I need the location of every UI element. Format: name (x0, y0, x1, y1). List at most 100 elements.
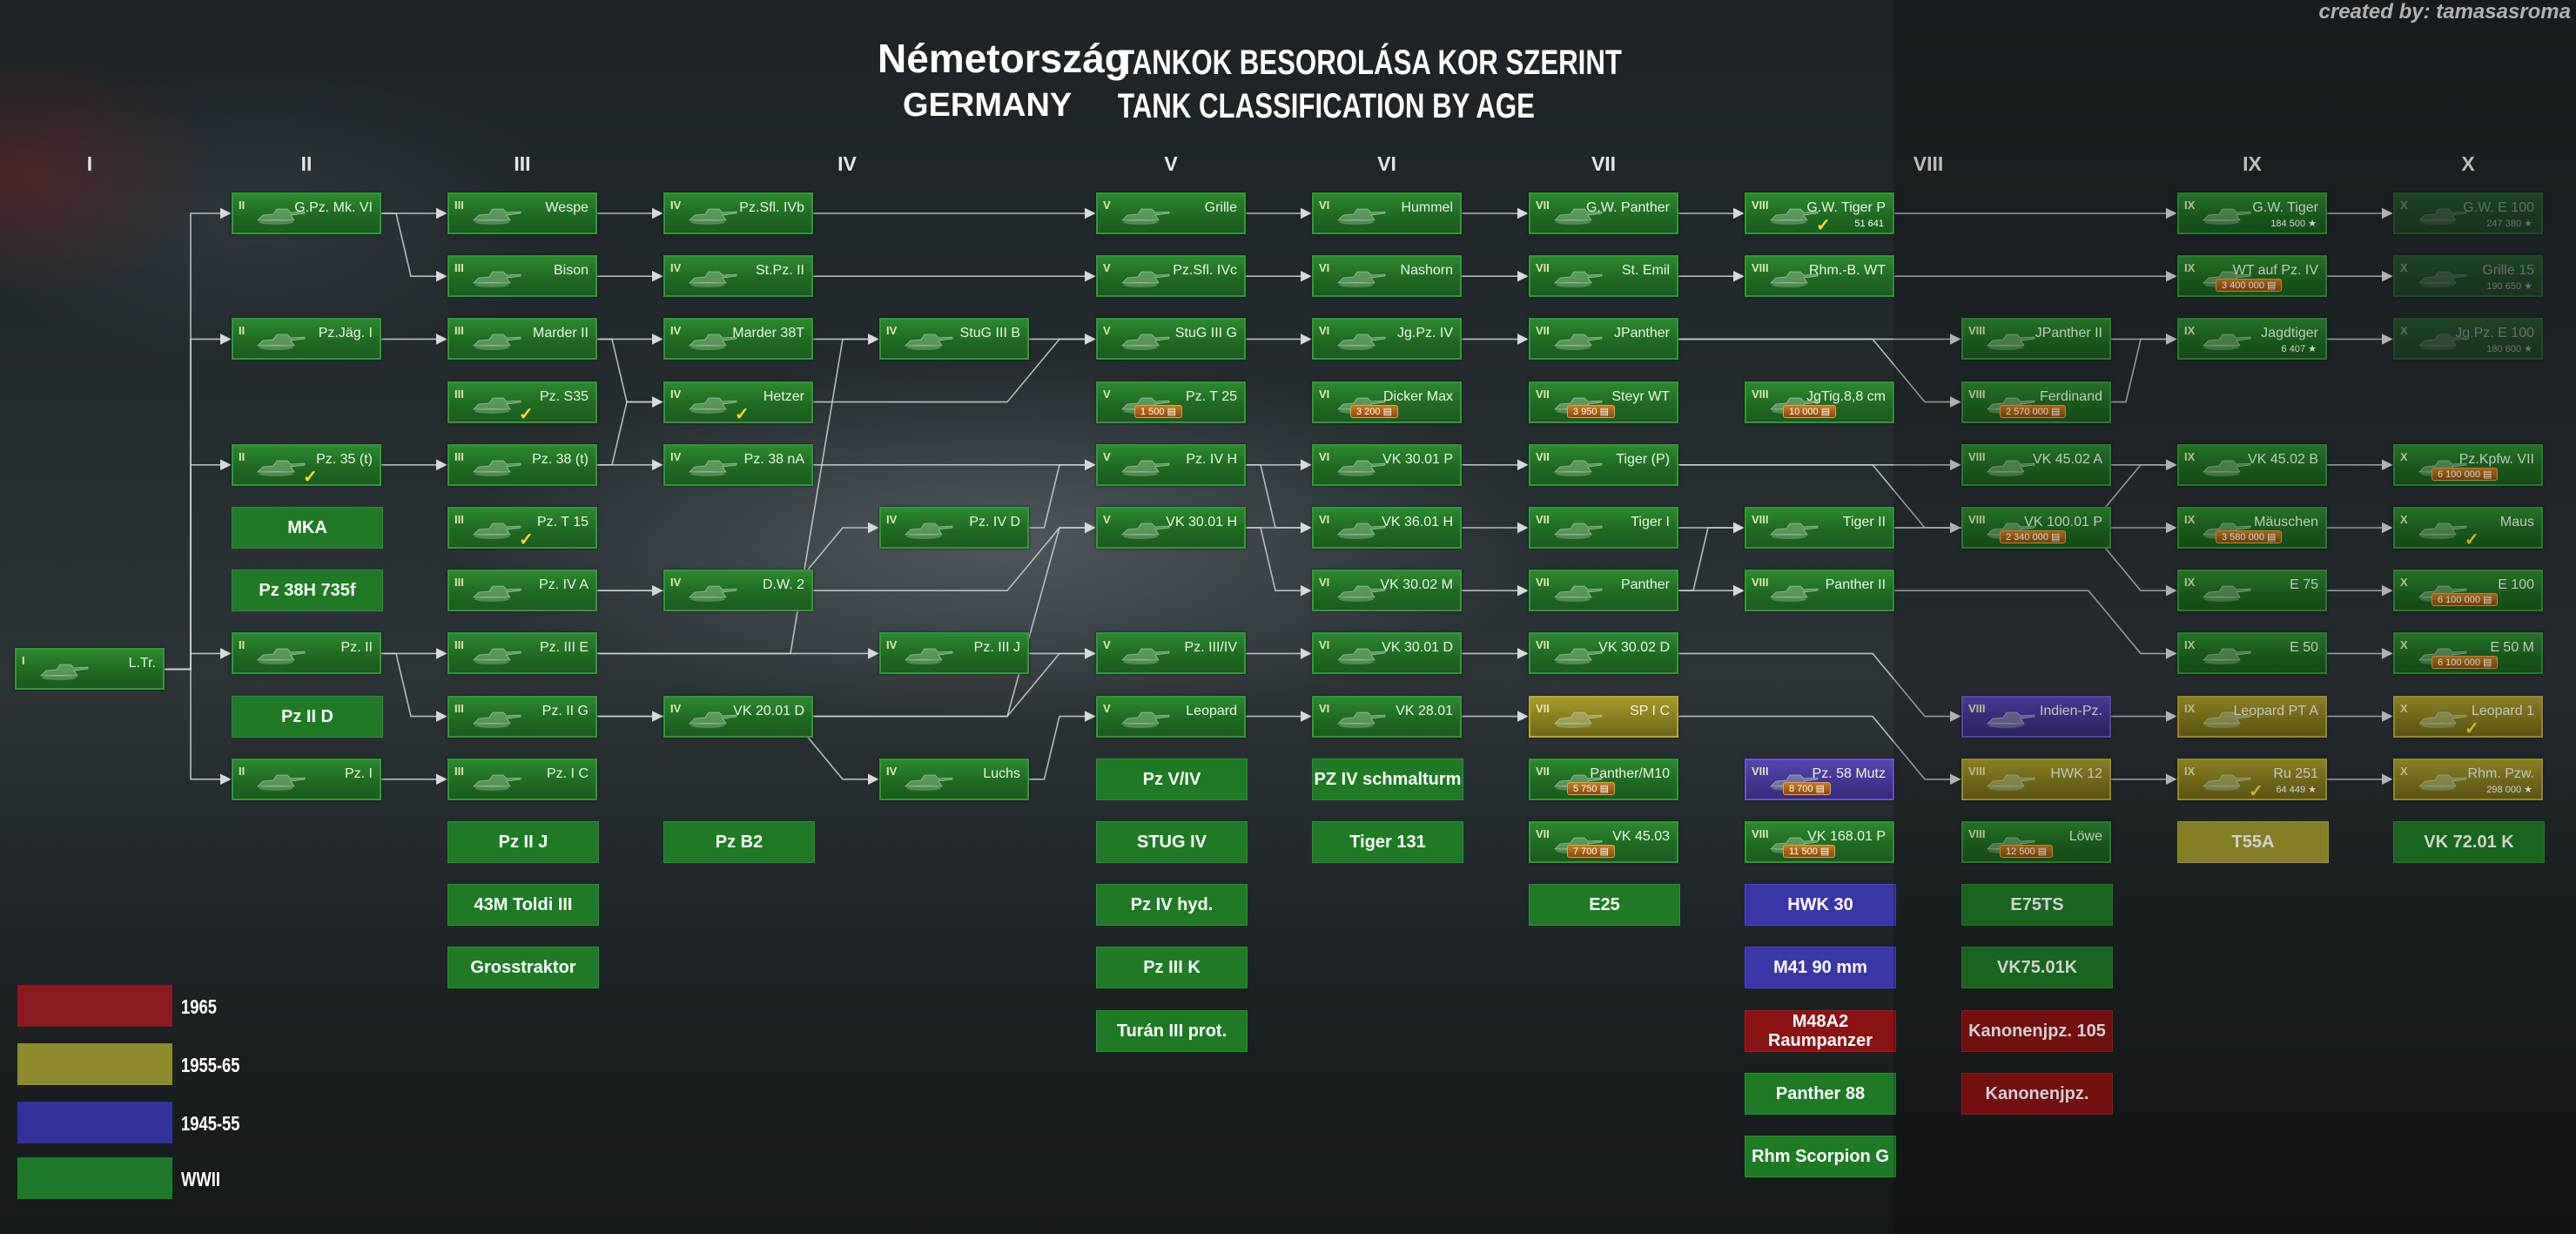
tier-badge: V (1103, 199, 1111, 212)
tank-silhouette-icon (473, 208, 521, 225)
tank-name: Leopard (1186, 703, 1237, 718)
tank-name: Pz. I (344, 765, 373, 781)
title-line-1: TANKOK BESOROLÁSA KOR SZERINT (1118, 44, 1622, 82)
tank-name: Grille 15 (2482, 263, 2534, 279)
tank-silhouette-icon (1554, 523, 1603, 539)
tank-silhouette-icon (1337, 648, 1386, 665)
extra-tank-pz-b2: Pz B2 (663, 821, 815, 863)
tank-silhouette-icon (1337, 711, 1386, 728)
tank-name: Jg.Pz. IV (1396, 326, 1453, 341)
legend-swatch-wwii (17, 1157, 172, 1199)
tank-silhouette-icon (2203, 585, 2251, 603)
